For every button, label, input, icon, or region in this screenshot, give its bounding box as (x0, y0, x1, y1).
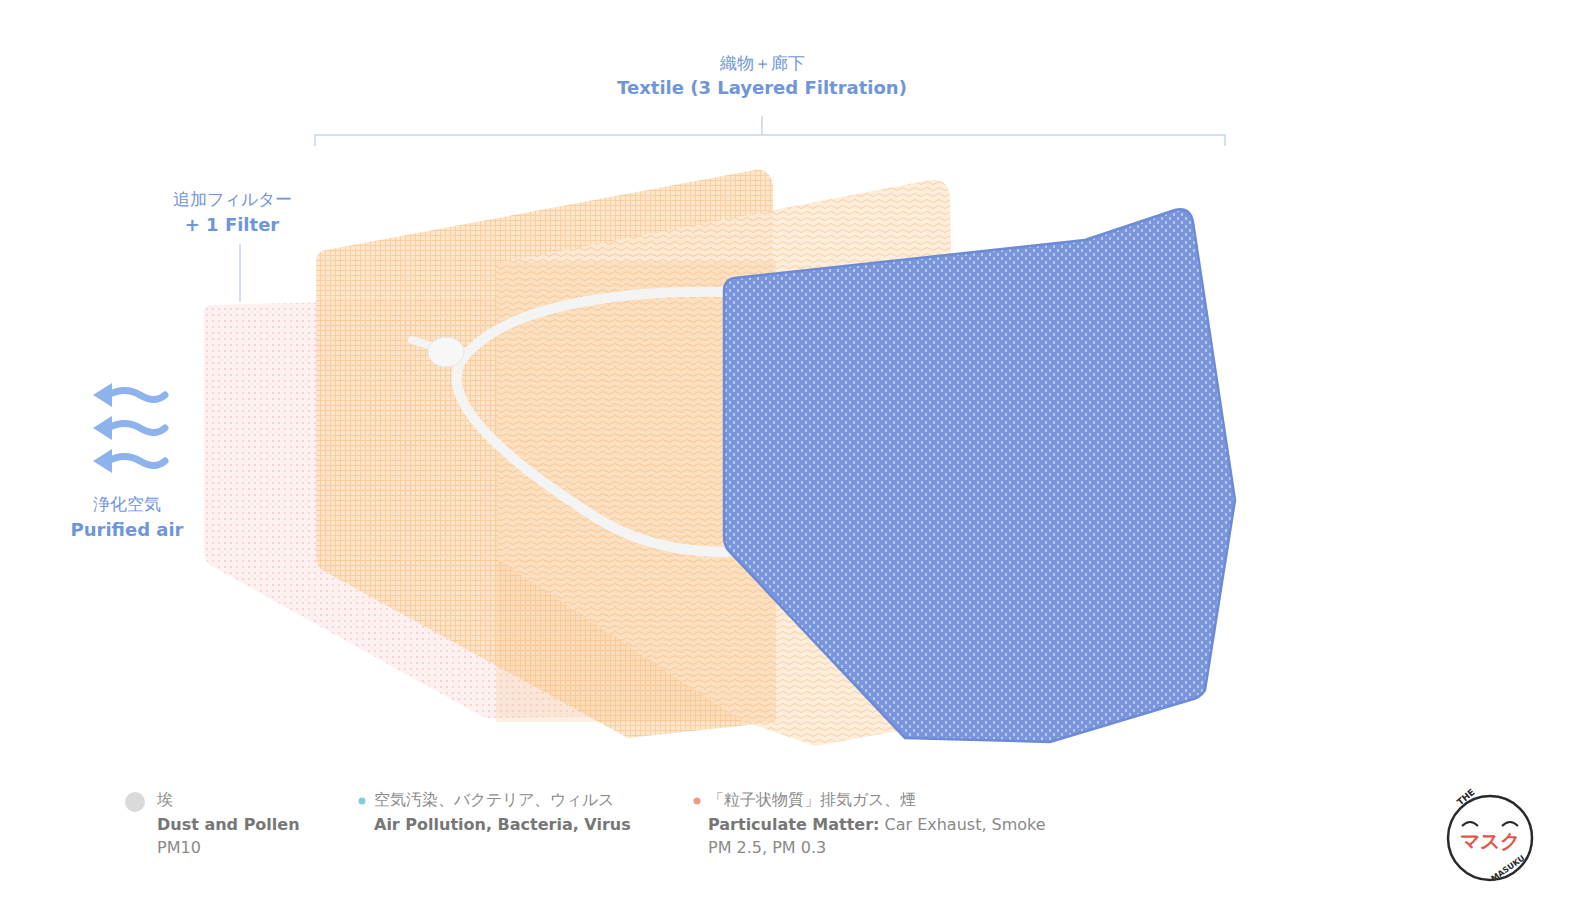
label: PM 2.5, PM 0.3 (708, 838, 826, 857)
leader-line (239, 244, 241, 302)
label: 織物＋廊下 (720, 52, 805, 75)
legend-swatch (694, 798, 701, 805)
label: マスク (1460, 828, 1520, 855)
text-row: Air Pollution, Bacteria, Virus (374, 815, 631, 834)
label: Dust and Pollen (157, 815, 300, 834)
logo-circle (1448, 796, 1532, 880)
text-row: 空気汚染、バクテリア、ウィルス (374, 790, 614, 811)
text-row: 織物＋廊下 (720, 52, 805, 75)
legend-text: 「粒子状物質」排気ガス、煙 (708, 790, 916, 811)
textile-layer-front (724, 209, 1235, 742)
legend-swatch (359, 798, 366, 805)
label: Purified air (71, 519, 184, 540)
text-row: Textile (3 Layered Filtration) (617, 77, 907, 98)
text-row: PM 2.5, PM 0.3 (708, 838, 826, 857)
label: Textile (3 Layered Filtration) (617, 77, 907, 98)
text-row: + 1 Filter (185, 214, 279, 235)
text-row: Dust and Pollen (157, 815, 300, 834)
label: 追加フィルター (173, 188, 292, 211)
legend-text: 空気汚染、バクテリア、ウィルス (374, 790, 614, 811)
label: PM10 (157, 838, 201, 857)
bracket (315, 116, 1225, 146)
text-row: Purified air (71, 519, 184, 540)
legend-swatch (125, 792, 145, 812)
label: Air Pollution, Bacteria, Virus (374, 815, 631, 834)
text-row: マスク (1460, 828, 1520, 855)
text-row: Particulate Matter: Car Exhaust, Smoke (708, 815, 1046, 834)
arrow-heads (93, 383, 112, 473)
text-row: 浄化空気 (93, 493, 161, 516)
label: + 1 Filter (185, 214, 279, 235)
legend-text: 埃 (157, 790, 173, 811)
toggle-clip (428, 337, 464, 367)
text-row: 追加フィルター (173, 188, 292, 211)
text-row: 埃 (157, 790, 173, 811)
text-row: 「粒子状物質」排気ガス、煙 (708, 790, 916, 811)
logo-face (1462, 822, 1518, 826)
label: Car Exhaust, Smoke (885, 815, 1046, 834)
label: Particulate Matter: (708, 815, 880, 834)
ear-loop (457, 292, 728, 552)
airflow-arrows (108, 391, 165, 466)
text-row: PM10 (157, 838, 201, 857)
label: 浄化空気 (93, 493, 161, 516)
